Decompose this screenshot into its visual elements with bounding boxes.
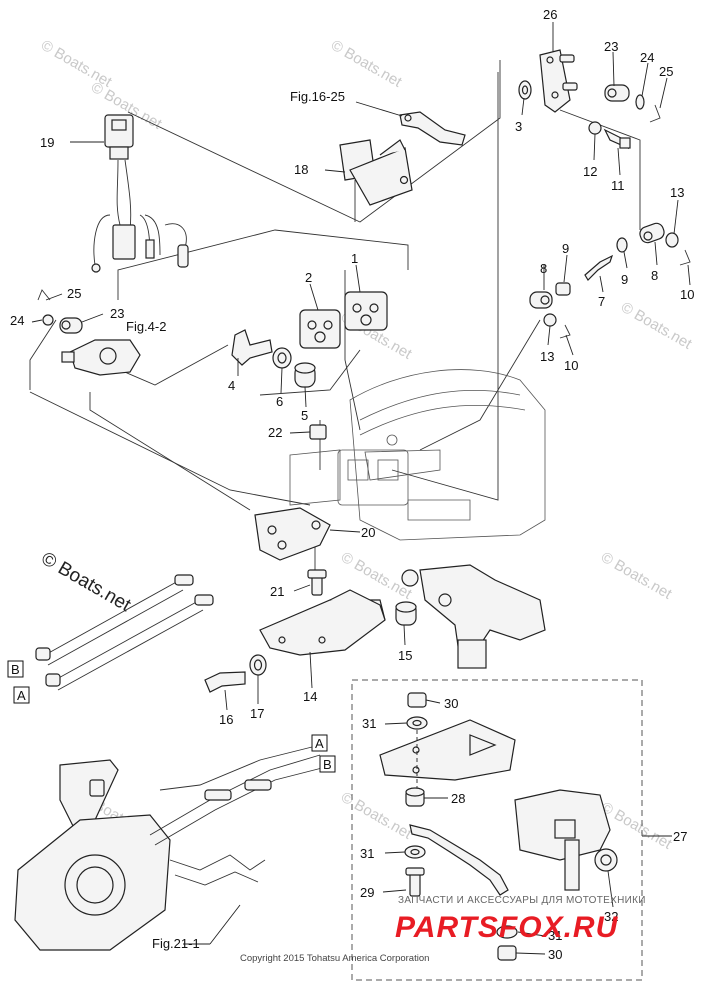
label-13: 13	[670, 185, 684, 200]
parts-16-17	[204, 654, 267, 693]
label-25: 25	[659, 64, 673, 79]
label-26: 26	[543, 7, 557, 22]
label-23: 23	[604, 39, 618, 54]
assembly-lines	[29, 60, 641, 791]
partsfox-stamp: ЗАПЧАСТИ И АКСЕССУАРЫ ДЛЯ МОТОТЕХНИКИ PA…	[395, 895, 646, 944]
label-31: 31	[362, 716, 376, 731]
watermark-primary: © Boats.net	[38, 548, 135, 616]
upper-linkage	[518, 49, 661, 150]
callout-labels: 26 23 24 25 3 12 11 13 9 9 8 10 8 7 13 1…	[10, 7, 694, 962]
label-8: 8	[540, 261, 547, 276]
kit-27-parts	[379, 692, 618, 961]
watermark: © Boats.net	[618, 299, 695, 353]
part-21-bolt	[307, 569, 327, 596]
grommets	[299, 291, 388, 349]
part-14-bracket	[259, 589, 386, 656]
label-14: 14	[303, 689, 317, 704]
label-27: 27	[673, 829, 687, 844]
label-31: 31	[360, 846, 374, 861]
label-3: 3	[515, 119, 522, 134]
fig4-carburetor	[61, 339, 141, 376]
label-9: 9	[621, 272, 628, 287]
control-cables	[35, 574, 214, 691]
parts-4-5-6	[231, 329, 327, 440]
cable-tag-b: B	[11, 662, 20, 677]
watermark: © Boats.net	[598, 549, 675, 603]
label-24: 24	[10, 313, 24, 328]
label-31: 31	[548, 928, 562, 943]
cable-tags: B A A B	[7, 660, 336, 773]
stamp-tagline: ЗАПЧАСТИ И АКСЕССУАРЫ ДЛЯ МОТОТЕХНИКИ	[398, 895, 646, 906]
fig-ref-21-1: Fig.21-1	[152, 936, 200, 951]
part-20-bracket	[254, 507, 331, 561]
part-19-harness	[91, 114, 189, 273]
cable-tag-a: A	[315, 736, 324, 751]
label-16: 16	[219, 712, 233, 727]
cable-tag-a: A	[17, 688, 26, 703]
label-24: 24	[640, 50, 654, 65]
label-19: 19	[40, 135, 54, 150]
label-11: 11	[611, 178, 625, 193]
part-15-bushing	[395, 601, 417, 626]
label-22: 22	[268, 425, 282, 440]
label-30: 30	[548, 947, 562, 962]
label-6: 6	[276, 394, 283, 409]
label-21: 21	[270, 584, 284, 599]
leaders	[31, 22, 691, 955]
swivel-bracket	[401, 564, 546, 669]
label-29: 29	[360, 885, 374, 900]
fig-ref-16-25: Fig.16-25	[290, 89, 345, 104]
label-9: 9	[562, 241, 569, 256]
kit-27-box	[351, 679, 643, 981]
figure-references: Fig.16-25 Fig.4-2 Fig.21-1	[126, 89, 345, 951]
remote-control-box	[14, 754, 323, 951]
copyright-text: Copyright 2015 Tohatsu America Corporati…	[240, 953, 429, 964]
engine-outline	[289, 369, 546, 541]
watermark: © Boats.net	[598, 799, 675, 853]
label-13: 13	[540, 349, 554, 364]
watermark: © Boats.net	[328, 37, 405, 91]
label-2: 2	[305, 270, 312, 285]
label-10: 10	[680, 287, 694, 302]
stamp-brand: PARTSFOX.RU	[395, 911, 619, 944]
fig-ref-4-2: Fig.4-2	[126, 319, 166, 334]
label-25: 25	[67, 286, 81, 301]
link-rod	[529, 222, 691, 339]
label-32: 32	[604, 909, 618, 924]
label-8: 8	[651, 268, 658, 283]
label-7: 7	[598, 294, 605, 309]
label-30: 30	[444, 696, 458, 711]
label-23: 23	[110, 306, 124, 321]
label-15: 15	[398, 648, 412, 663]
label-5: 5	[301, 408, 308, 423]
label-18: 18	[294, 162, 308, 177]
label-20: 20	[361, 525, 375, 540]
label-12: 12	[583, 164, 597, 179]
left-small-parts	[37, 289, 83, 334]
label-10: 10	[564, 358, 578, 373]
cable-tag-b: B	[323, 757, 332, 772]
label-1: 1	[351, 251, 358, 266]
label-4: 4	[228, 378, 235, 393]
watermark: © Boats.net	[338, 789, 415, 843]
part-18-bracket	[339, 139, 413, 206]
label-28: 28	[451, 791, 465, 806]
label-17: 17	[250, 706, 264, 721]
fig16-bracket	[399, 111, 466, 146]
